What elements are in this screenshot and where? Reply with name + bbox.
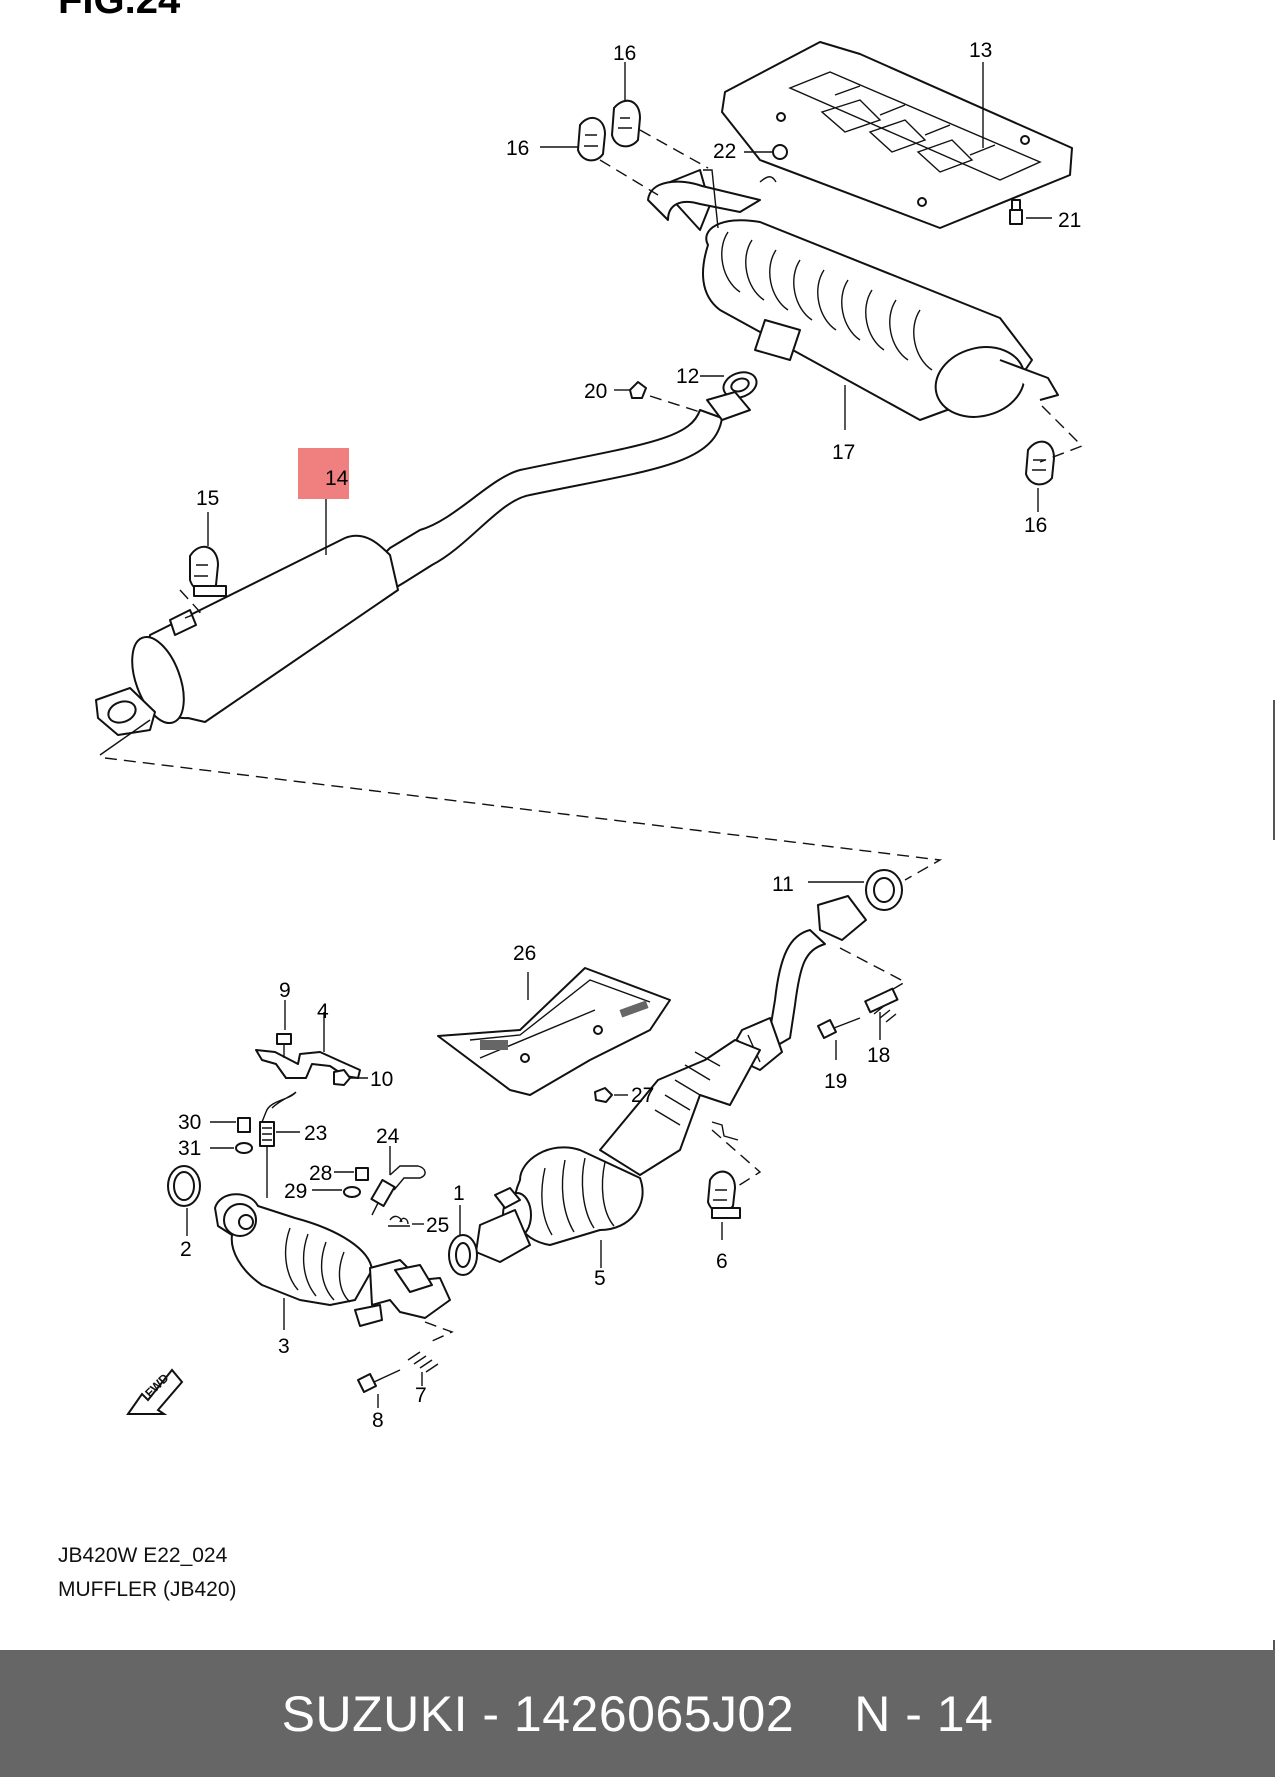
plug-28 (355, 1167, 369, 1181)
bolt-21 (1009, 199, 1023, 225)
callout-31[interactable]: 31 (178, 1137, 201, 1160)
nut-27 (594, 1087, 613, 1103)
diagram-reference-name: MUFFLER (JB420) (58, 1578, 237, 1601)
spring-18 (864, 987, 899, 1023)
catalytic-converter-5 (475, 1039, 761, 1263)
callout-18[interactable]: 18 (867, 1044, 890, 1067)
callout-25[interactable]: 25 (426, 1214, 449, 1237)
footer-brand-part-number: SUZUKI - 1426065J02 (281, 1685, 795, 1742)
oxygen-sensor-23 (259, 1091, 297, 1198)
callout-14[interactable]: 14 (325, 467, 349, 490)
hanger-16-top-a (611, 99, 641, 148)
nut-22 (772, 144, 788, 160)
callout-26[interactable]: 26 (513, 942, 536, 965)
heat-shield-13 (721, 41, 1073, 229)
callout-19[interactable]: 19 (824, 1070, 847, 1093)
footer-bar: SUZUKI - 1426065J02 N - 14 (0, 1650, 1275, 1777)
hanger-16-top-b (577, 116, 606, 162)
callout-30[interactable]: 30 (178, 1111, 201, 1134)
diagram-reference-code: JB420W E22_024 (58, 1544, 228, 1567)
callout-23[interactable]: 23 (304, 1122, 327, 1145)
callout-28[interactable]: 28 (309, 1162, 332, 1185)
callout-13[interactable]: 13 (969, 39, 992, 62)
nut-10 (333, 1069, 351, 1086)
fwd-arrow-icon: FWD (126, 1368, 184, 1415)
bolt-19 (817, 1017, 861, 1039)
callout-29[interactable]: 29 (284, 1180, 307, 1203)
callout-3[interactable]: 3 (278, 1335, 290, 1358)
callout-16-top[interactable]: 16 (613, 42, 636, 65)
callout-11[interactable]: 11 (772, 873, 794, 896)
oxygen-sensor-24 (370, 1165, 426, 1216)
nut-20 (629, 381, 647, 399)
callout-22[interactable]: 22 (713, 140, 736, 163)
hanger-16-right (1025, 440, 1055, 486)
hanger-6 (707, 1170, 741, 1219)
hanger-15 (189, 545, 227, 597)
exhaust-manifold-3 (214, 1193, 451, 1327)
clip-25 (388, 1215, 410, 1227)
callout-16-left[interactable]: 16 (506, 137, 529, 160)
callout-5[interactable]: 5 (594, 1267, 606, 1290)
highlight-14-box (298, 448, 349, 499)
page-edge-mark (1273, 700, 1275, 840)
callout-16-right[interactable]: 16 (1024, 514, 1047, 537)
callout-1[interactable]: 1 (453, 1182, 465, 1205)
heat-shield-26 (437, 967, 671, 1096)
callout-9[interactable]: 9 (279, 979, 291, 1002)
center-muffler-14 (95, 391, 751, 736)
bolt-9 (276, 1033, 292, 1058)
callout-20[interactable]: 20 (584, 380, 607, 403)
callout-21[interactable]: 21 (1058, 209, 1081, 232)
callout-15[interactable]: 15 (196, 487, 219, 510)
callout-7[interactable]: 7 (415, 1384, 427, 1407)
callout-2[interactable]: 2 (180, 1238, 192, 1261)
gasket-29 (343, 1186, 361, 1198)
callout-4[interactable]: 4 (317, 1000, 329, 1023)
spring-7 (407, 1351, 439, 1373)
callout-27[interactable]: 27 (631, 1084, 654, 1107)
bolt-8 (357, 1369, 401, 1393)
exhaust-exploded-diagram: FWD 14 16 13 16 22 21 12 20 17 16 15 11 … (95, 39, 1084, 1432)
callout-17[interactable]: 17 (832, 441, 855, 464)
page-edge-mark-bottom (1273, 1640, 1275, 1650)
plug-30 (237, 1117, 251, 1133)
callout-8[interactable]: 8 (372, 1409, 384, 1432)
callout-10[interactable]: 10 (370, 1068, 393, 1091)
callout-24[interactable]: 24 (376, 1125, 400, 1148)
figure-title: FIG.24 (58, 0, 181, 22)
gasket-31 (235, 1142, 253, 1154)
rear-muffler-17 (659, 169, 1059, 421)
callout-12[interactable]: 12 (676, 365, 699, 388)
bracket-4 (255, 1049, 361, 1079)
callout-6[interactable]: 6 (716, 1250, 728, 1273)
footer-position: N - 14 (854, 1685, 994, 1742)
front-pipe (727, 895, 867, 1071)
